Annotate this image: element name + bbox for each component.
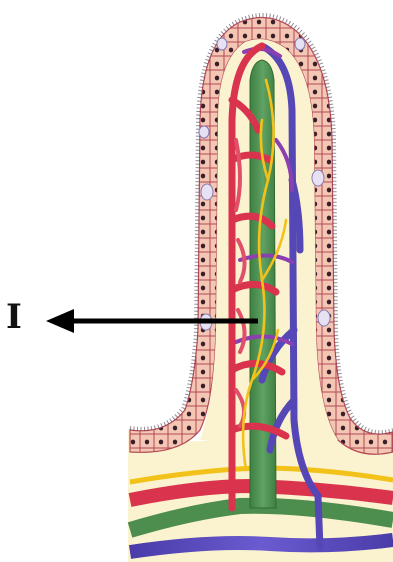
structure-label: I — [6, 300, 22, 334]
base-vein — [130, 540, 393, 552]
